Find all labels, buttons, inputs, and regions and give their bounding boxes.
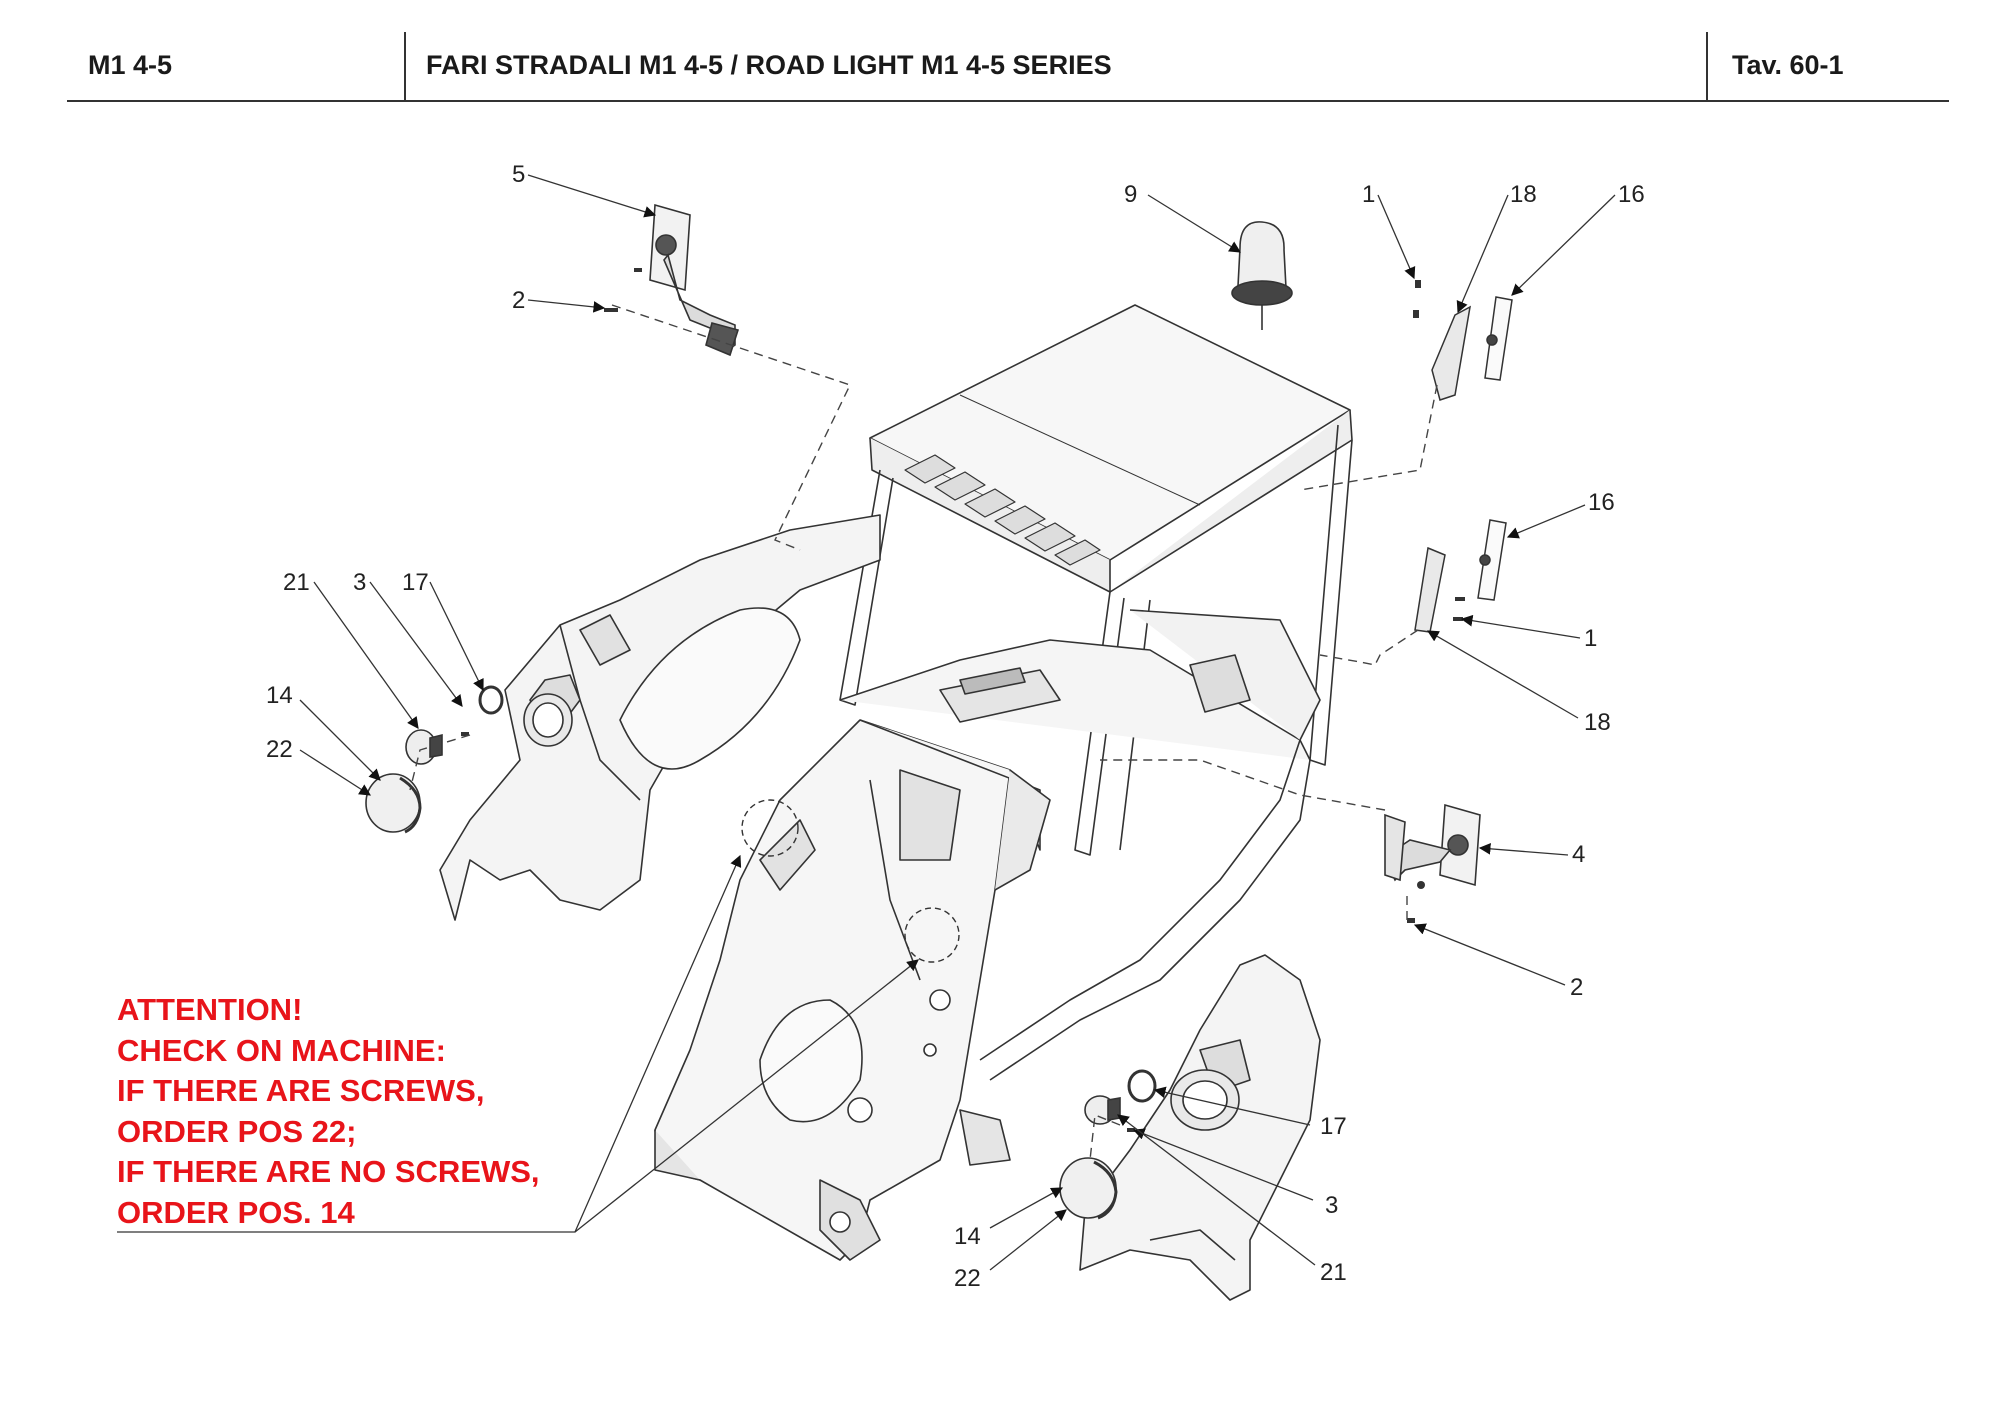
note-line-5: IF THERE ARE NO SCREWS, bbox=[117, 1154, 540, 1189]
callout-22-left: 22 bbox=[266, 736, 293, 763]
mirror-left bbox=[649, 203, 740, 357]
callout-labels: 5 2 9 1 18 16 16 1 18 4 2 21 3 17 14 22 … bbox=[266, 161, 1645, 1292]
title-divider-left bbox=[404, 32, 406, 101]
note-line-3: IF THERE ARE SCREWS, bbox=[117, 1073, 485, 1108]
callout-4: 4 bbox=[1572, 841, 1585, 868]
title-divider-right bbox=[1706, 32, 1708, 101]
cab-frame bbox=[839, 304, 1353, 1081]
note-line-4: ORDER POS 22; bbox=[117, 1113, 357, 1149]
leader-lines bbox=[117, 174, 1616, 1271]
rear-light-top bbox=[1431, 296, 1513, 401]
table-number: Tav. 60-1 bbox=[1732, 50, 1844, 80]
title-block: M1 4-5 FARI STRADALI M1 4-5 / ROAD LIGHT… bbox=[0, 0, 2000, 102]
title-underline bbox=[67, 100, 1949, 102]
left-fender bbox=[439, 514, 881, 921]
mirror-right bbox=[1384, 803, 1481, 887]
callout-18-mid: 18 bbox=[1584, 709, 1611, 736]
note-line-2: CHECK ON MACHINE: bbox=[117, 1032, 446, 1068]
callout-21-left: 21 bbox=[283, 569, 310, 596]
headlight-left bbox=[365, 685, 504, 834]
callout-3-left: 3 bbox=[353, 569, 366, 596]
callout-2-top: 2 bbox=[512, 287, 525, 314]
callout-2-right: 2 bbox=[1570, 974, 1583, 1001]
callout-5: 5 bbox=[512, 161, 525, 188]
attention-note: ATTENTION! CHECK ON MACHINE: IF THERE AR… bbox=[117, 990, 540, 1233]
note-line-6: ORDER POS. 14 bbox=[117, 1194, 355, 1230]
note-line-1: ATTENTION! bbox=[117, 992, 303, 1027]
headlight-right bbox=[1059, 1069, 1157, 1220]
screws bbox=[461, 268, 1465, 1132]
assembly-lines bbox=[409, 304, 1438, 1161]
main-chassis bbox=[654, 719, 1051, 1261]
callout-16-top: 16 bbox=[1618, 181, 1645, 208]
rear-light-middle bbox=[1414, 519, 1507, 633]
callout-3-right: 3 bbox=[1325, 1192, 1338, 1219]
detail-circles bbox=[741, 799, 960, 963]
beacon-light bbox=[1231, 221, 1293, 330]
right-fender bbox=[1079, 954, 1321, 1301]
callout-22-right: 22 bbox=[954, 1265, 981, 1292]
callout-21-right: 21 bbox=[1320, 1259, 1347, 1286]
model-code: M1 4-5 bbox=[88, 50, 173, 80]
callout-16-mid: 16 bbox=[1588, 489, 1615, 516]
callout-18-top: 18 bbox=[1510, 181, 1537, 208]
callout-14-right: 14 bbox=[954, 1223, 981, 1250]
callout-17-right: 17 bbox=[1320, 1113, 1347, 1140]
callout-14-left: 14 bbox=[266, 682, 293, 709]
callout-9: 9 bbox=[1124, 181, 1137, 208]
drawing-title: FARI STRADALI M1 4-5 / ROAD LIGHT M1 4-5… bbox=[426, 50, 1112, 80]
callout-1-mid: 1 bbox=[1584, 625, 1597, 652]
callout-1-top: 1 bbox=[1362, 181, 1375, 208]
callout-17-left: 17 bbox=[402, 569, 429, 596]
